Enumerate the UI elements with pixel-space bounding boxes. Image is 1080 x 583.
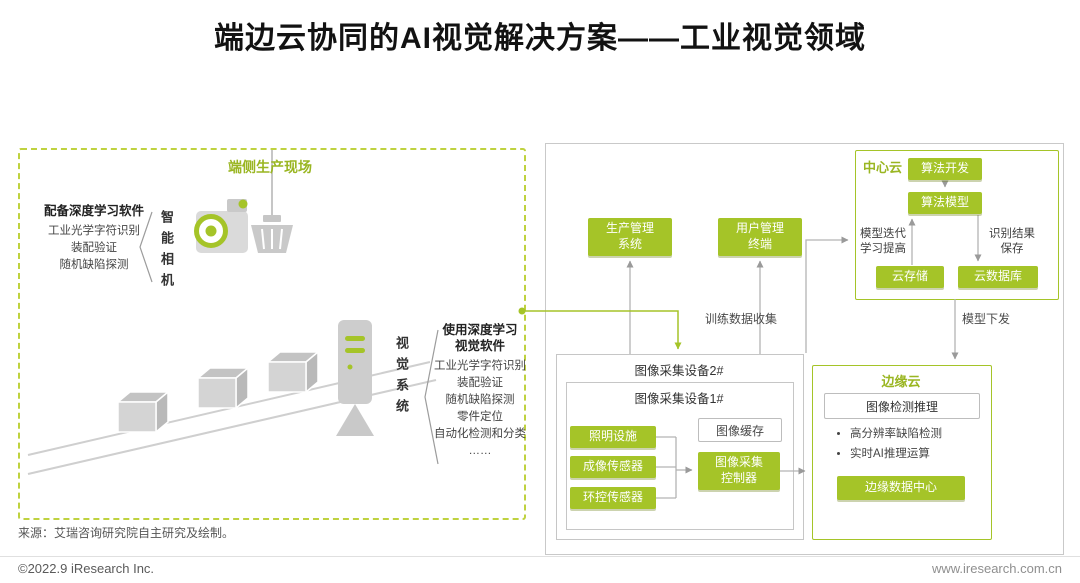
imaging-sensor-label: 成像传感器 bbox=[582, 459, 643, 474]
cloud-database-label: 云数据库 bbox=[973, 269, 1022, 284]
vision-software-heading-line: 视觉软件 bbox=[454, 339, 505, 353]
vision-capability-item: 零件定位 bbox=[457, 411, 503, 423]
model-iteration-note-line: 学习提高 bbox=[860, 243, 906, 255]
result-save-note: 识别结果 保存 bbox=[984, 227, 1040, 257]
image-inference-label: 图像检测推理 bbox=[865, 399, 938, 414]
model-deploy-label: 模型下发 bbox=[962, 312, 1011, 326]
training-data-label: 训练数据收集 bbox=[705, 312, 778, 326]
algorithm-development-box: 算法开发 bbox=[908, 158, 982, 180]
image-cache-label: 图像缓存 bbox=[715, 423, 764, 438]
camera-software-block: 配备深度学习软件 工业光学字符识别 装配验证 随机缺陷探测 bbox=[30, 203, 158, 274]
camera-capability-item: 工业光学字符识别 bbox=[48, 225, 140, 237]
camera-capability-item: 随机缺陷探测 bbox=[59, 259, 129, 271]
user-management-label: 终端 bbox=[747, 237, 772, 251]
vision-software-block: 使用深度学习 视觉软件 工业光学字符识别 装配验证 随机缺陷探测 零件定位 自动… bbox=[432, 322, 528, 460]
edge-cloud-panel bbox=[812, 365, 992, 540]
production-management-label: 生产管理 bbox=[605, 221, 654, 236]
footer-divider bbox=[0, 556, 1080, 557]
environment-sensor-box: 环控传感器 bbox=[570, 487, 656, 509]
center-cloud-title: 中心云 bbox=[863, 160, 903, 175]
vision-capability-item: 装配验证 bbox=[457, 377, 503, 389]
result-save-note-line: 识别结果 bbox=[989, 228, 1035, 240]
cloud-architecture-panel bbox=[545, 143, 1064, 555]
vision-software-heading-line: 使用深度学习 bbox=[442, 323, 518, 337]
cloud-database-box: 云数据库 bbox=[958, 266, 1038, 288]
lighting-equipment-label: 照明设施 bbox=[588, 429, 637, 444]
camera-capability-item: 装配验证 bbox=[71, 242, 117, 254]
smart-camera-label: 智能相机 bbox=[159, 210, 174, 294]
image-inference-box: 图像检测推理 bbox=[824, 393, 980, 419]
capture-device2-frame bbox=[556, 354, 804, 540]
edge-cloud-title: 边缘云 bbox=[881, 374, 921, 389]
edge-capability-item: 实时AI推理运算 bbox=[850, 444, 998, 464]
website-text: www.iresearch.com.cn bbox=[931, 561, 1062, 576]
production-management-label: 系统 bbox=[617, 237, 642, 251]
source-note: 来源：艾瑞咨询研究院自主研究及绘制。 bbox=[18, 526, 235, 540]
main-title: 端边云协同的AI视觉解决方案——工业视觉领域 bbox=[214, 22, 866, 55]
result-save-note-line: 保存 bbox=[1000, 243, 1024, 255]
algorithm-model-label: 算法模型 bbox=[920, 195, 969, 210]
vision-capability-item: …… bbox=[468, 445, 492, 457]
edge-capability-item: 高分辨率缺陷检测 bbox=[850, 424, 998, 444]
model-iteration-note: 模型迭代 学习提高 bbox=[856, 227, 910, 257]
copyright-text: ©2022.9 iResearch Inc. bbox=[18, 561, 155, 576]
environment-sensor-label: 环控传感器 bbox=[582, 490, 643, 505]
capture-device1-label: 图像采集设备1# bbox=[634, 392, 724, 406]
cloud-storage-box: 云存储 bbox=[876, 266, 944, 288]
cloud-storage-label: 云存储 bbox=[891, 269, 928, 284]
imaging-sensor-box: 成像传感器 bbox=[570, 456, 656, 478]
vision-capability-item: 自动化检测和分类 bbox=[434, 428, 526, 440]
algorithm-development-label: 算法开发 bbox=[920, 161, 969, 176]
model-iteration-note-line: 模型迭代 bbox=[860, 228, 906, 240]
algorithm-model-box: 算法模型 bbox=[908, 192, 982, 214]
edge-datacenter-box: 边缘数据中心 bbox=[837, 476, 965, 500]
capture-controller-box: 图像采集 控制器 bbox=[698, 452, 780, 490]
production-management-box: 生产管理 系统 bbox=[588, 218, 672, 256]
user-management-box: 用户管理 终端 bbox=[718, 218, 802, 256]
camera-software-heading: 配备深度学习软件 bbox=[43, 204, 144, 218]
capture-controller-label: 控制器 bbox=[720, 471, 757, 485]
vision-system-label: 视觉系统 bbox=[394, 336, 409, 420]
capture-controller-label: 图像采集 bbox=[714, 455, 763, 470]
capture-device2-label: 图像采集设备2# bbox=[634, 364, 724, 378]
edge-datacenter-label: 边缘数据中心 bbox=[864, 480, 937, 495]
vision-capability-item: 随机缺陷探测 bbox=[445, 394, 515, 406]
vision-capability-item: 工业光学字符识别 bbox=[434, 360, 526, 372]
user-management-label: 用户管理 bbox=[735, 221, 784, 236]
edge-capability-list: 高分辨率缺陷检测 实时AI推理运算 bbox=[834, 424, 998, 464]
center-cloud-panel bbox=[855, 150, 1059, 300]
image-cache-box: 图像缓存 bbox=[698, 418, 782, 442]
lighting-equipment-box: 照明设施 bbox=[570, 426, 656, 448]
capture-device1-frame bbox=[566, 382, 794, 530]
edge-production-title: 端侧生产现场 bbox=[228, 159, 312, 175]
